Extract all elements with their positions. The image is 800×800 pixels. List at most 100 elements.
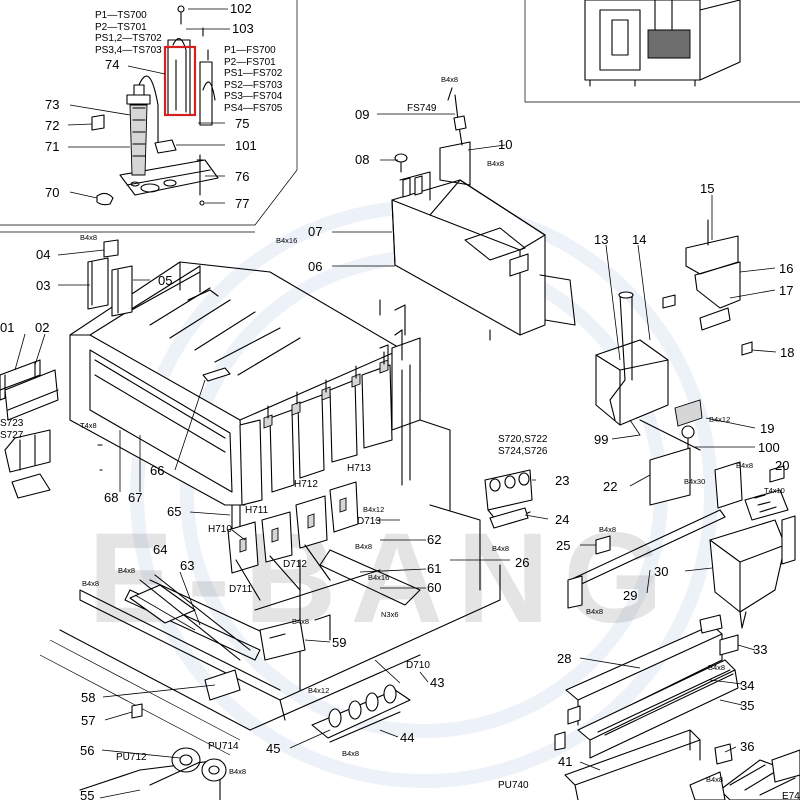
callout-77: 77: [235, 196, 250, 211]
callout-13: 13: [594, 232, 609, 247]
callout-18: 18: [780, 345, 795, 360]
legend-line: PS2—FS703: [224, 79, 283, 91]
clamp-66: [202, 367, 231, 382]
legend-line: PS3,4—TS703: [95, 44, 162, 56]
bracket-59: [259, 614, 331, 661]
callout-28: 28: [557, 651, 572, 666]
probe-inset: [91, 5, 219, 206]
rail-29: [567, 447, 743, 609]
callout-14: 14: [632, 232, 647, 247]
ref-h710: H710: [208, 524, 232, 535]
callout-102: 102: [230, 1, 252, 16]
panel-borders: [0, 0, 800, 233]
ref-h711: H711: [245, 505, 269, 516]
callout-44: 44: [400, 730, 415, 745]
screw-label: B4x12: [363, 505, 385, 514]
callout-25: 25: [556, 538, 571, 553]
screw-label: T4x10: [764, 486, 785, 495]
callout-55: 55: [80, 788, 95, 800]
callout-17: 17: [779, 283, 794, 298]
callout-62: 62: [427, 532, 442, 547]
callout-56: 56: [80, 743, 95, 758]
legend-line: PS3—FS704: [224, 91, 283, 102]
screw-label: B4x8: [80, 233, 98, 242]
screw-label: N3x6: [381, 610, 399, 619]
callout-66: 66: [150, 463, 165, 478]
legend-line: S723: [0, 418, 24, 429]
legend-line: P2—FS701: [224, 56, 276, 68]
callout-63: 63: [180, 558, 195, 573]
callout-71: 71: [45, 139, 60, 154]
callout-33: 33: [753, 642, 768, 657]
callout-59: 59: [332, 635, 347, 650]
screw-label: B4x16: [368, 573, 390, 582]
ref-pu740: PU740: [498, 780, 529, 791]
valve-block: [227, 481, 359, 601]
callout-65: 65: [167, 504, 182, 519]
ref-h713: H713: [347, 463, 371, 474]
screw-label: B4x8: [82, 579, 100, 588]
flow-sensor-legend: P1—FS700 P2—FS701 PS1—FS702 PS2—FS703 PS…: [224, 45, 282, 114]
screw-label: B4x12: [709, 415, 731, 424]
valves-23: [484, 469, 533, 529]
callout-23: 23: [555, 473, 570, 488]
probe-leaders: [67, 8, 230, 204]
legend-line: P1—TS700: [95, 10, 147, 21]
callout-57: 57: [81, 713, 96, 728]
dispenser-block: [379, 171, 576, 341]
leader-lines: [14, 113, 777, 799]
screw-label: B4x8: [441, 75, 459, 84]
callout-101: 101: [235, 138, 257, 153]
callout-26: 26: [515, 555, 530, 570]
callout-76: 76: [235, 169, 250, 184]
legend-line: S724,S726: [498, 445, 548, 457]
callout-70: 70: [45, 185, 60, 200]
callout-73: 73: [45, 97, 60, 112]
callout-01: 01: [0, 320, 15, 335]
callout-24: 24: [555, 512, 570, 527]
callout-58: 58: [81, 690, 96, 705]
legend-line: P2—TS701: [95, 21, 147, 33]
rack-28-35: [554, 614, 739, 759]
legend-line: P1—FS700: [224, 45, 276, 56]
screw-label: B4x8: [736, 461, 754, 470]
screw-label: B4x16: [276, 236, 298, 245]
rails-63-64: [129, 574, 251, 719]
legend-line: PS1,2—TS702: [95, 33, 162, 44]
legend-line: S727: [0, 429, 24, 441]
callout-05: 05: [158, 273, 173, 288]
screw-label: B4x8: [229, 767, 247, 776]
callout-10: 10: [498, 137, 513, 152]
screw-label: T4x8: [80, 421, 97, 430]
ref-d710: D710: [406, 660, 430, 671]
callout-19: 19: [760, 421, 775, 436]
callout-06: 06: [308, 259, 323, 274]
callout-15: 15: [700, 181, 715, 196]
screw-label: B4x12: [308, 686, 330, 695]
callout-100: 100: [758, 440, 780, 455]
callout-99: 99: [594, 432, 609, 447]
screw-label: B4x8: [355, 542, 373, 551]
callout-68: 68: [104, 490, 119, 505]
callout-02: 02: [35, 320, 50, 335]
callout-60: 60: [427, 580, 442, 595]
screw-label: B4x8: [708, 663, 726, 672]
machine-thumbnail: [584, 0, 741, 87]
sensor-legend: P1—TS700 P2—TS701 PS1,2—TS702 PS3,4—TS70…: [95, 10, 162, 56]
ref-pu714: PU714: [208, 741, 239, 752]
callout-36: 36: [740, 739, 755, 754]
sample-wells: [239, 304, 421, 506]
callout-74: 74: [105, 57, 120, 72]
screw-label: B4x8: [292, 617, 310, 626]
callout-30: 30: [654, 564, 669, 579]
hopper-30: [709, 465, 796, 629]
callout-43: 43: [430, 675, 445, 690]
highlight-box: [163, 45, 197, 117]
screw-label: B4x8: [118, 566, 136, 575]
tank-13-14: [595, 291, 703, 453]
callout-64: 64: [153, 542, 168, 557]
left-side-parts: [0, 239, 133, 499]
callout-41: 41: [558, 754, 573, 769]
